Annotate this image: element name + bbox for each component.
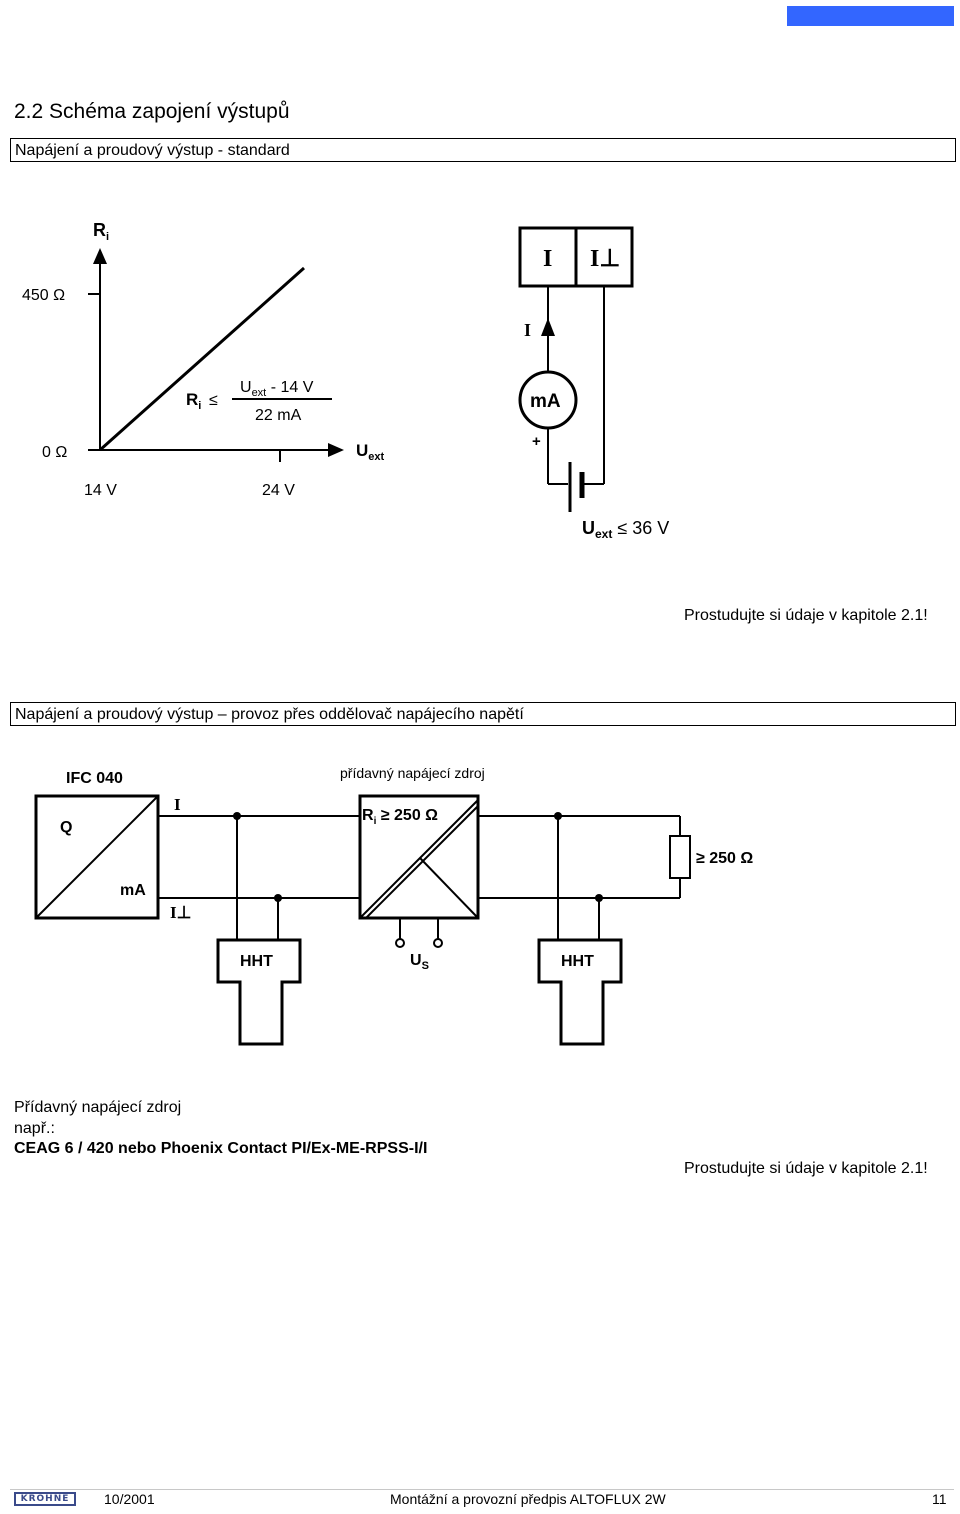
current-arrow	[541, 318, 555, 336]
line-i-label: I	[174, 795, 181, 814]
ammeter-label: mA	[530, 391, 561, 412]
formula-lhs: Ri	[186, 390, 201, 412]
isolator-diagonal-3	[419, 857, 479, 919]
current-label: I	[524, 320, 531, 340]
standard-circuit: I I⊥ I mA + Uext ≤ 36 V	[518, 226, 669, 541]
supply-us-label: US	[410, 952, 429, 972]
krohne-logo: KROHNE	[14, 1492, 76, 1506]
y-axis-arrow	[93, 248, 107, 264]
y-tick-bottom-label: 0 Ω	[42, 444, 67, 461]
hht-left-label: HHT	[240, 953, 273, 970]
device-box	[34, 794, 160, 920]
y-tick-top-label: 450 Ω	[22, 287, 65, 304]
y-axis-label: Ri	[93, 220, 109, 243]
standard-wiring-diagram: Ri 450 Ω 0 Ω Uext 14 V 24 V Ri ≤ Uext - …	[22, 220, 669, 541]
device-ma-label: mA	[120, 882, 146, 899]
device-label: IFC 040	[66, 770, 123, 787]
note-chapter-reference-2: Prostudujte si údaje v kapitole 2.1!	[684, 1160, 928, 1177]
isolator-box	[358, 794, 480, 920]
caption-line-2: např.:	[14, 1120, 55, 1137]
isolator-diagonal-2	[365, 805, 479, 919]
isolator-wiring-diagram: IFC 040 přídavný napájecí zdroj Q mA I I…	[34, 765, 753, 1046]
x-axis-arrow	[328, 443, 344, 457]
supply-terminal-a	[395, 938, 405, 948]
footer-date: 10/2001	[104, 1491, 155, 1507]
device-diagonal	[35, 795, 159, 919]
footer-document-title: Montážní a provozní předpis ALTOFLUX 2W	[390, 1491, 666, 1507]
note-chapter-reference-1: Prostudujte si údaje v kapitole 2.1!	[684, 607, 928, 624]
line-iperp-label: I⊥	[170, 903, 191, 922]
load-resistance-graph: Ri 450 Ω 0 Ω Uext 14 V 24 V Ri ≤ Uext - …	[22, 220, 385, 499]
caption-line-3: CEAG 6 / 420 nebo Phoenix Contact PI/Ex-…	[14, 1140, 428, 1157]
isolator-caption: přídavný napájecí zdroj	[340, 765, 485, 781]
isolator-label: Ri ≥ 250 Ω	[362, 807, 438, 827]
hht-right-device	[537, 938, 623, 1046]
isolator-diagonal-1	[359, 799, 479, 919]
plus-label: +	[532, 433, 541, 450]
resistor-label: ≥ 250 Ω	[696, 850, 753, 867]
x-tick-right-label: 24 V	[262, 482, 295, 499]
footer-divider	[10, 1489, 954, 1490]
terminal-i-label: I	[543, 246, 552, 272]
device-q-label: Q	[60, 819, 72, 836]
resistor	[669, 835, 691, 879]
terminal-iperp-label: I⊥	[590, 246, 620, 272]
header-accent-bar	[787, 6, 954, 26]
supply-voltage-label: Uext ≤ 36 V	[582, 518, 669, 541]
supply-terminal-b	[433, 938, 443, 948]
hht-left-device	[216, 938, 302, 1046]
page-title: 2.2 Schéma zapojení výstupů	[14, 100, 290, 123]
caption-line-1: Přídavný napájecí zdroj	[14, 1099, 182, 1116]
section-title-isolator: Napájení a proudový výstup – provoz přes…	[10, 702, 956, 726]
x-axis-label: Uext	[356, 441, 385, 463]
section-title-standard: Napájení a proudový výstup - standard	[10, 138, 956, 162]
footer-page-number: 11	[932, 1491, 947, 1507]
formula-denominator: 22 mA	[255, 407, 302, 424]
formula-relation: ≤	[209, 392, 218, 409]
x-tick-left-label: 14 V	[84, 482, 117, 499]
formula-numerator: Uext - 14 V	[240, 379, 314, 399]
resistance-line	[99, 266, 305, 452]
hht-right-label: HHT	[561, 953, 594, 970]
